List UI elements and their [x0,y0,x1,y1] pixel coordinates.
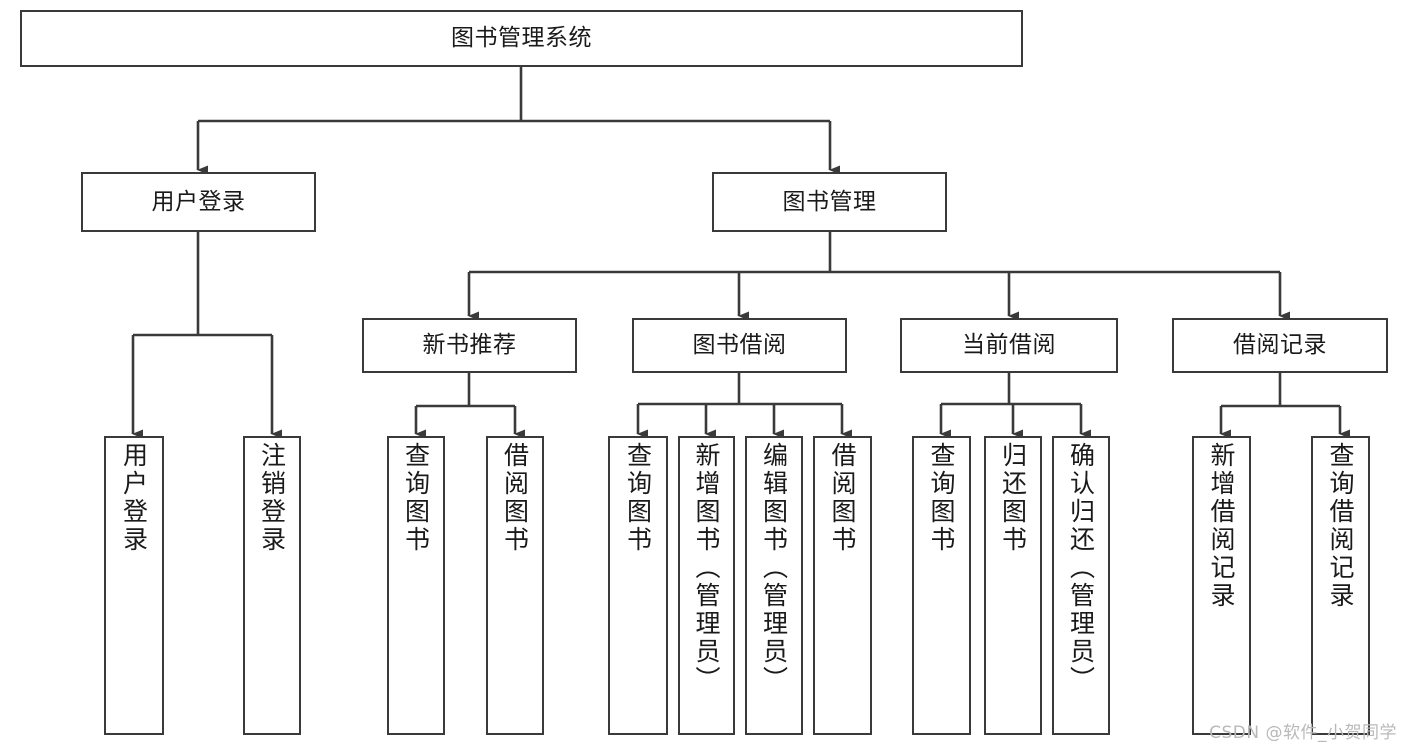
node-label: 用户登录 [119,442,149,554]
leaf-node-leaf-query-book-borrow[interactable]: 查询图书 [608,436,668,735]
node-label: 归还图书 [998,442,1028,554]
leaf-node-leaf-add-book[interactable]: 新增图书（管理员） [678,436,735,735]
level2-node-user-login[interactable]: 用户登录 [81,172,316,232]
leaf-node-leaf-return-book[interactable]: 归还图书 [984,436,1042,735]
level3-node-borrow-record[interactable]: 借阅记录 [1172,318,1388,373]
leaf-node-leaf-query-record[interactable]: 查询借阅记录 [1311,436,1370,735]
root-node-root[interactable]: 图书管理系统 [20,10,1023,67]
watermark: CSDN @软件_小贺同学 [1209,723,1397,743]
leaf-node-leaf-borrow-book-rec[interactable]: 借阅图书 [486,436,544,735]
node-label: 查询图书 [927,442,956,554]
node-label: 查询图书 [623,442,653,554]
node-label: 图书借阅 [692,332,787,359]
node-label: 用户登录 [151,188,246,215]
node-label: 借阅记录 [1233,332,1327,359]
node-label: 查询图书 [401,442,431,554]
leaf-node-leaf-edit-book[interactable]: 编辑图书（管理员） [745,436,803,735]
level2-node-book-management[interactable]: 图书管理 [712,172,947,232]
leaf-node-leaf-confirm-return[interactable]: 确认归还（管理员） [1052,436,1110,735]
node-label: 借阅图书 [500,442,530,554]
node-label: 借阅图书 [828,442,857,554]
node-label: 确认归还（管理员） [1066,442,1096,694]
level3-node-current-borrow[interactable]: 当前借阅 [900,318,1118,373]
node-label: 图书管理 [782,188,877,215]
node-label: 新增借阅记录 [1207,442,1236,610]
level3-node-new-book-recommend[interactable]: 新书推荐 [362,318,577,373]
leaf-node-leaf-borrow-book[interactable]: 借阅图书 [813,436,872,735]
node-label: 新书推荐 [422,332,517,359]
node-label: 新增图书（管理员） [692,442,721,694]
node-label: 查询借阅记录 [1326,442,1355,610]
node-label: 当前借阅 [962,332,1056,359]
leaf-node-leaf-user-login[interactable]: 用户登录 [104,436,164,735]
node-label: 编辑图书（管理员） [759,442,789,694]
leaf-node-leaf-add-record[interactable]: 新增借阅记录 [1192,436,1251,735]
node-label: 注销登录 [257,442,287,554]
connector-group [131,67,1350,439]
leaf-node-leaf-query-book-rec[interactable]: 查询图书 [387,436,445,735]
leaf-node-leaf-query-book-cur[interactable]: 查询图书 [912,436,971,735]
level3-node-book-borrow[interactable]: 图书借阅 [632,318,847,373]
node-label: 图书管理系统 [451,25,592,52]
leaf-node-leaf-logout[interactable]: 注销登录 [243,436,301,735]
